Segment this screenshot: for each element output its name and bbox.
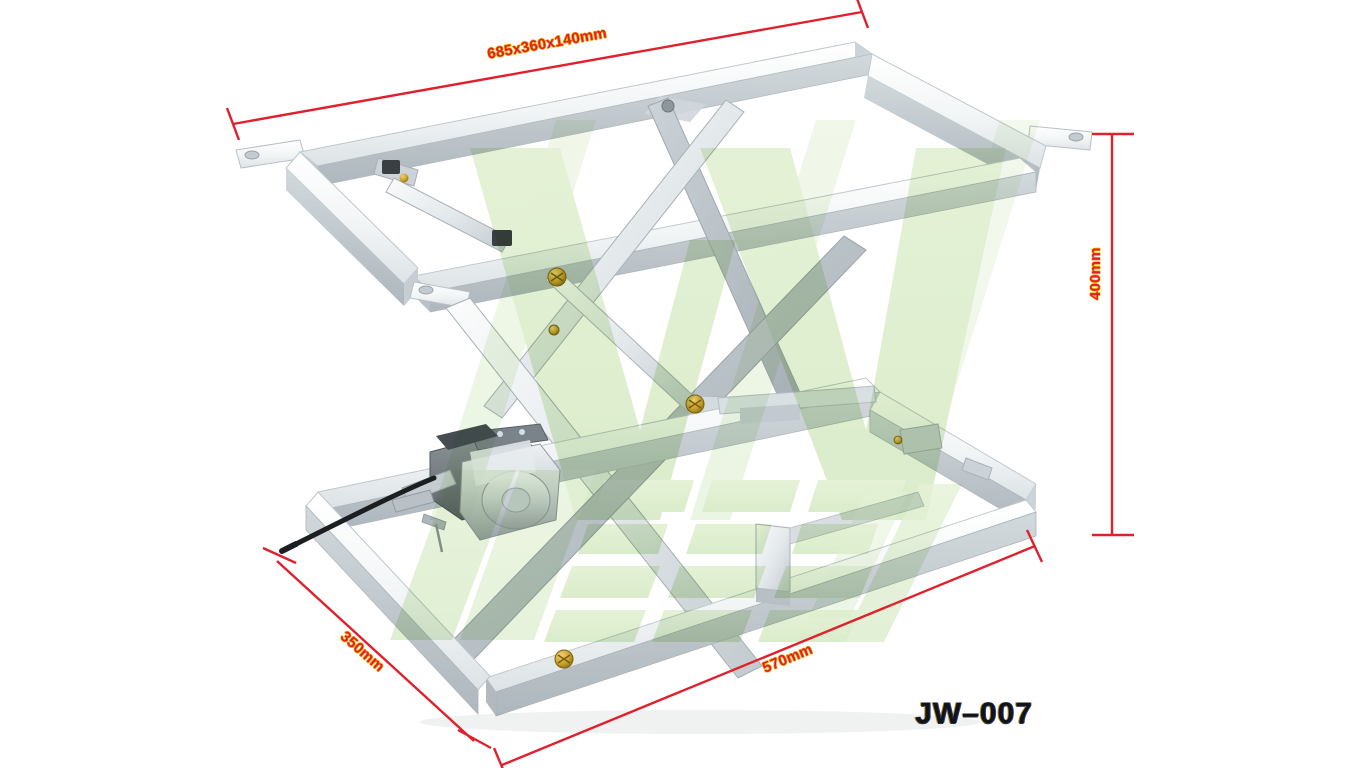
watermark-w-mark xyxy=(430,120,1040,520)
dimension-line-height xyxy=(1092,132,1134,537)
contact-shadows xyxy=(420,710,980,734)
product-model-code: JW–007 xyxy=(915,697,1033,730)
dimension-line-top-overall xyxy=(225,0,870,141)
power-cable xyxy=(279,475,437,554)
watermark-wordmark xyxy=(390,470,962,642)
dimension-line-width xyxy=(492,529,1044,768)
dimension-label-height: 400mm xyxy=(1087,247,1105,301)
dimension-line-depth xyxy=(262,546,492,750)
